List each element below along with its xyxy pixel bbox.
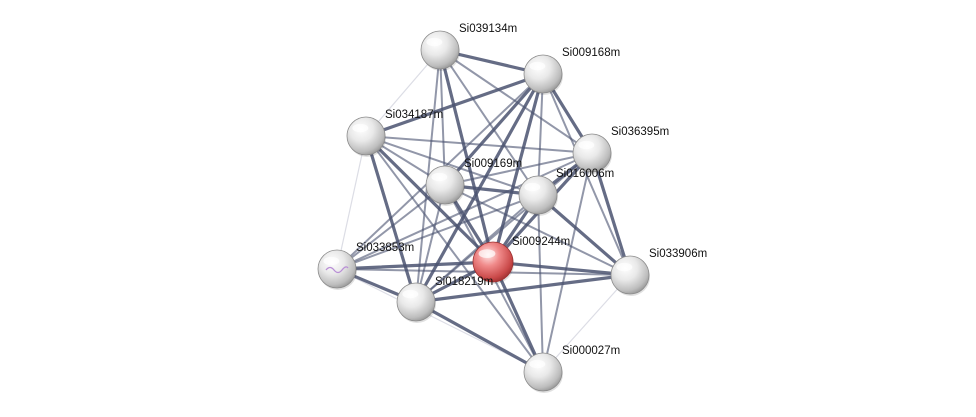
edge-layer (337, 50, 630, 372)
node-highlight (616, 263, 632, 271)
node-label-Si018219m: Si018219m (435, 276, 493, 288)
node-label-Si036395m: Si036395m (611, 126, 669, 138)
node-label-Si034187m: Si034187m (385, 109, 443, 121)
node-sphere[interactable] (347, 117, 385, 155)
node-sphere[interactable] (611, 256, 649, 294)
node-sphere[interactable] (421, 31, 459, 69)
node-Si033853m[interactable] (318, 250, 357, 290)
node-label-Si033906m: Si033906m (649, 248, 707, 260)
node-highlight (479, 249, 496, 258)
edge-Si016006m-Si000027m (538, 195, 543, 372)
node-highlight (323, 257, 339, 265)
node-highlight (524, 183, 540, 191)
node-highlight (402, 290, 418, 298)
edge-Si039134m-Si009244m (440, 50, 493, 262)
node-Si018219m[interactable] (397, 283, 436, 323)
node-label-Si009169m: Si009169m (464, 158, 522, 170)
node-label-Si016006m: Si016006m (556, 168, 614, 180)
node-sphere[interactable] (397, 283, 435, 321)
node-sphere[interactable] (318, 250, 356, 288)
node-label-Si033853m: Si033853m (356, 242, 414, 254)
node-label-Si000027m: Si000027m (562, 345, 620, 357)
node-highlight (426, 38, 442, 46)
node-sphere[interactable] (426, 166, 464, 204)
node-Si000027m[interactable] (524, 353, 563, 393)
node-sphere[interactable] (573, 134, 611, 172)
node-sphere[interactable] (519, 176, 557, 214)
edge-Si009244m-Si033853m (337, 262, 493, 269)
node-highlight (529, 62, 545, 70)
edge-Si034187m-Si036395m (366, 136, 592, 153)
node-sphere[interactable] (524, 55, 562, 93)
node-highlight (529, 360, 545, 368)
node-label-Si009168m: Si009168m (562, 47, 620, 59)
node-label-Si009244m: Si009244m (512, 236, 570, 248)
node-Si034187m[interactable] (347, 117, 386, 157)
node-highlight (431, 173, 447, 181)
node-sphere[interactable] (524, 353, 562, 391)
node-label-Si039134m: Si039134m (459, 23, 517, 35)
node-highlight (352, 124, 368, 132)
node-highlight (578, 141, 594, 149)
